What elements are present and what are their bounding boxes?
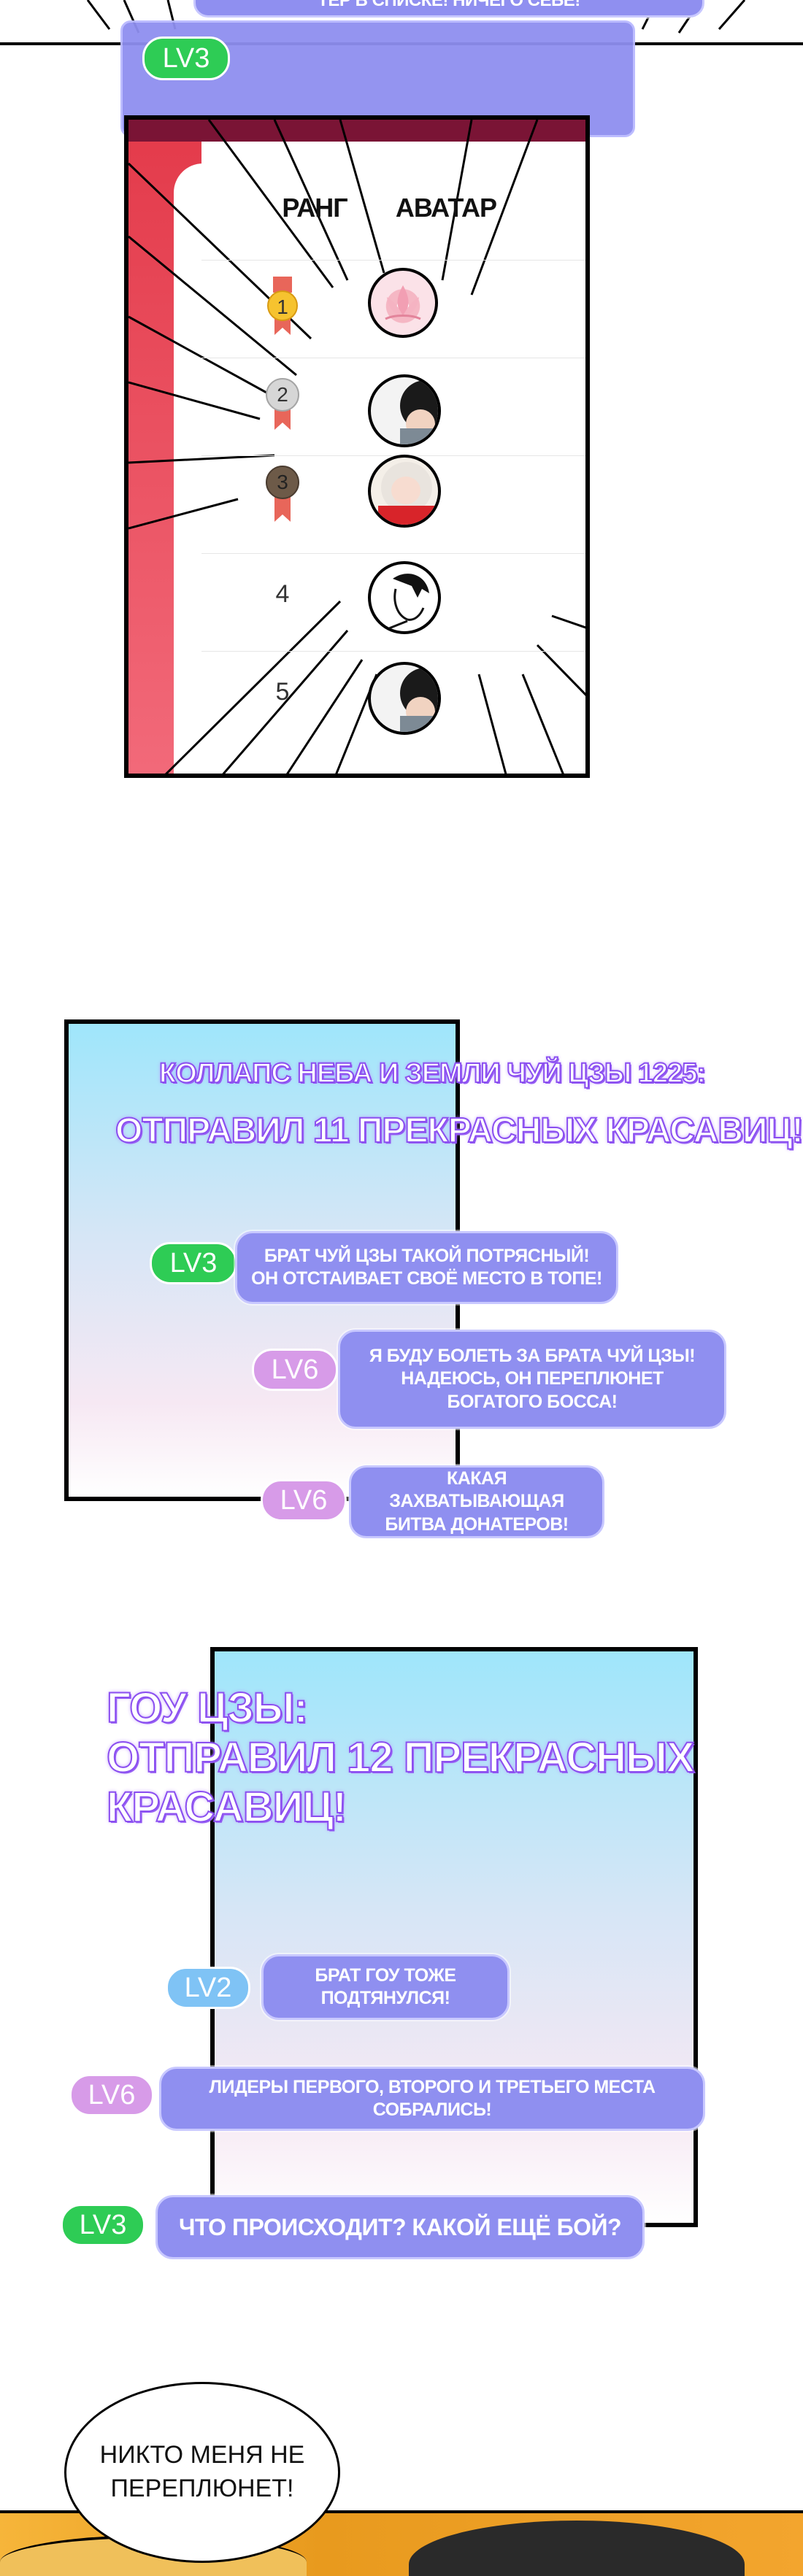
- rank-number-5: 5: [275, 678, 290, 706]
- bronze-medal-icon: [266, 466, 299, 522]
- s2-comment-2: ЛИДЕРЫ ПЕРВОГО, ВТОРОГО И ТРЕТЬЕГО МЕСТА…: [159, 2067, 705, 2131]
- top-level-badge: LV3: [142, 36, 230, 80]
- rank-number-4: 4: [275, 580, 290, 608]
- rank-number-3: 3: [277, 471, 288, 493]
- ranking-row-4: 4: [201, 553, 585, 652]
- top-banner: ТЕР В СПИСКЕ! НИЧЕГО СЕБЕ!: [193, 0, 704, 18]
- avatar-column-header: АВАТАР: [395, 193, 497, 223]
- lineart-face-icon: [385, 574, 429, 631]
- s2-comment-1-badge: LV2: [166, 1967, 250, 2009]
- speech-bubble: НИКТО МЕНЯ НЕ ПЕРЕПЛЮНЕТ!: [64, 2382, 340, 2563]
- silver-medal-icon: [266, 378, 299, 430]
- rank-column-header: РАНГ: [282, 193, 347, 223]
- ranking-row-2: 2: [201, 358, 585, 457]
- ranking-row-5: 5: [201, 651, 585, 750]
- rank-number-1: 1: [277, 296, 288, 318]
- avatar-2: [368, 374, 441, 447]
- rank-medal-3: 3: [264, 458, 301, 523]
- ranking-panel: РАНГ АВАТАР 1 2: [124, 115, 590, 778]
- ranking-top-bar: [128, 120, 585, 142]
- rank-number-2: 2: [277, 383, 288, 406]
- ranking-row-1: 1: [201, 260, 585, 359]
- lotus-icon: [385, 285, 421, 320]
- avatar-5: [368, 662, 441, 735]
- section2-title-line2: ОТПРАВИЛ 12 ПРЕКРАСНЫХ: [106, 1733, 695, 1782]
- section1-title-line1: КОЛЛАПС НЕБА И ЗЕМЛИ ЧУЙ ЦЗЫ 1225:: [158, 1057, 707, 1090]
- s1-comment-1: БРАТ ЧУЙ ЦЗЫ ТАКОЙ ПОТРЯСНЫЙ! ОН ОТСТАИВ…: [235, 1231, 618, 1304]
- avatar-3: [368, 455, 441, 528]
- section2-title-line3: КРАСАВИЦ!: [106, 1783, 347, 1832]
- s1-comment-1-badge: LV3: [150, 1242, 237, 1284]
- avatar-1: [368, 268, 438, 338]
- rank-medal-1: 1: [264, 277, 301, 336]
- section1-title-line2: ОТПРАВИЛ 11 ПРЕКРАСНЫХ КРАСАВИЦ!: [115, 1111, 803, 1151]
- avatar-4: [368, 561, 441, 634]
- ranking-row-3: 3: [201, 455, 585, 555]
- s2-comment-2-badge: LV6: [69, 2074, 154, 2116]
- s2-comment-3: ЧТО ПРОИСХОДИТ? КАКОЙ ЕЩЁ БОЙ?: [155, 2195, 645, 2259]
- top-banner-text: ТЕР В СПИСКЕ! НИЧЕГО СЕБЕ!: [318, 0, 580, 10]
- s1-comment-2-badge: LV6: [252, 1349, 338, 1391]
- gold-medal-icon: [267, 277, 298, 335]
- s1-comment-2: Я БУДУ БОЛЕТЬ ЗА БРАТА ЧУЙ ЦЗЫ! НАДЕЮСЬ,…: [338, 1330, 726, 1429]
- s2-comment-3-badge: LV3: [61, 2204, 145, 2246]
- section2-title-line1: ГОУ ЦЗЫ:: [106, 1684, 309, 1732]
- character-hair: [409, 2521, 745, 2576]
- speech-line-1: НИКТО МЕНЯ НЕ: [99, 2441, 305, 2469]
- s2-comment-1: БРАТ ГОУ ТОЖЕ ПОДТЯНУЛСЯ!: [261, 1954, 510, 2020]
- s1-comment-3-badge: LV6: [261, 1479, 347, 1522]
- speech-line-2: ПЕРЕПЛЮНЕТ!: [110, 2475, 294, 2502]
- s1-comment-3: КАКАЯ ЗАХВАТЫВАЮЩАЯ БИТВА ДОНАТЕРОВ!: [349, 1465, 604, 1538]
- rank-medal-2: 2: [264, 371, 301, 431]
